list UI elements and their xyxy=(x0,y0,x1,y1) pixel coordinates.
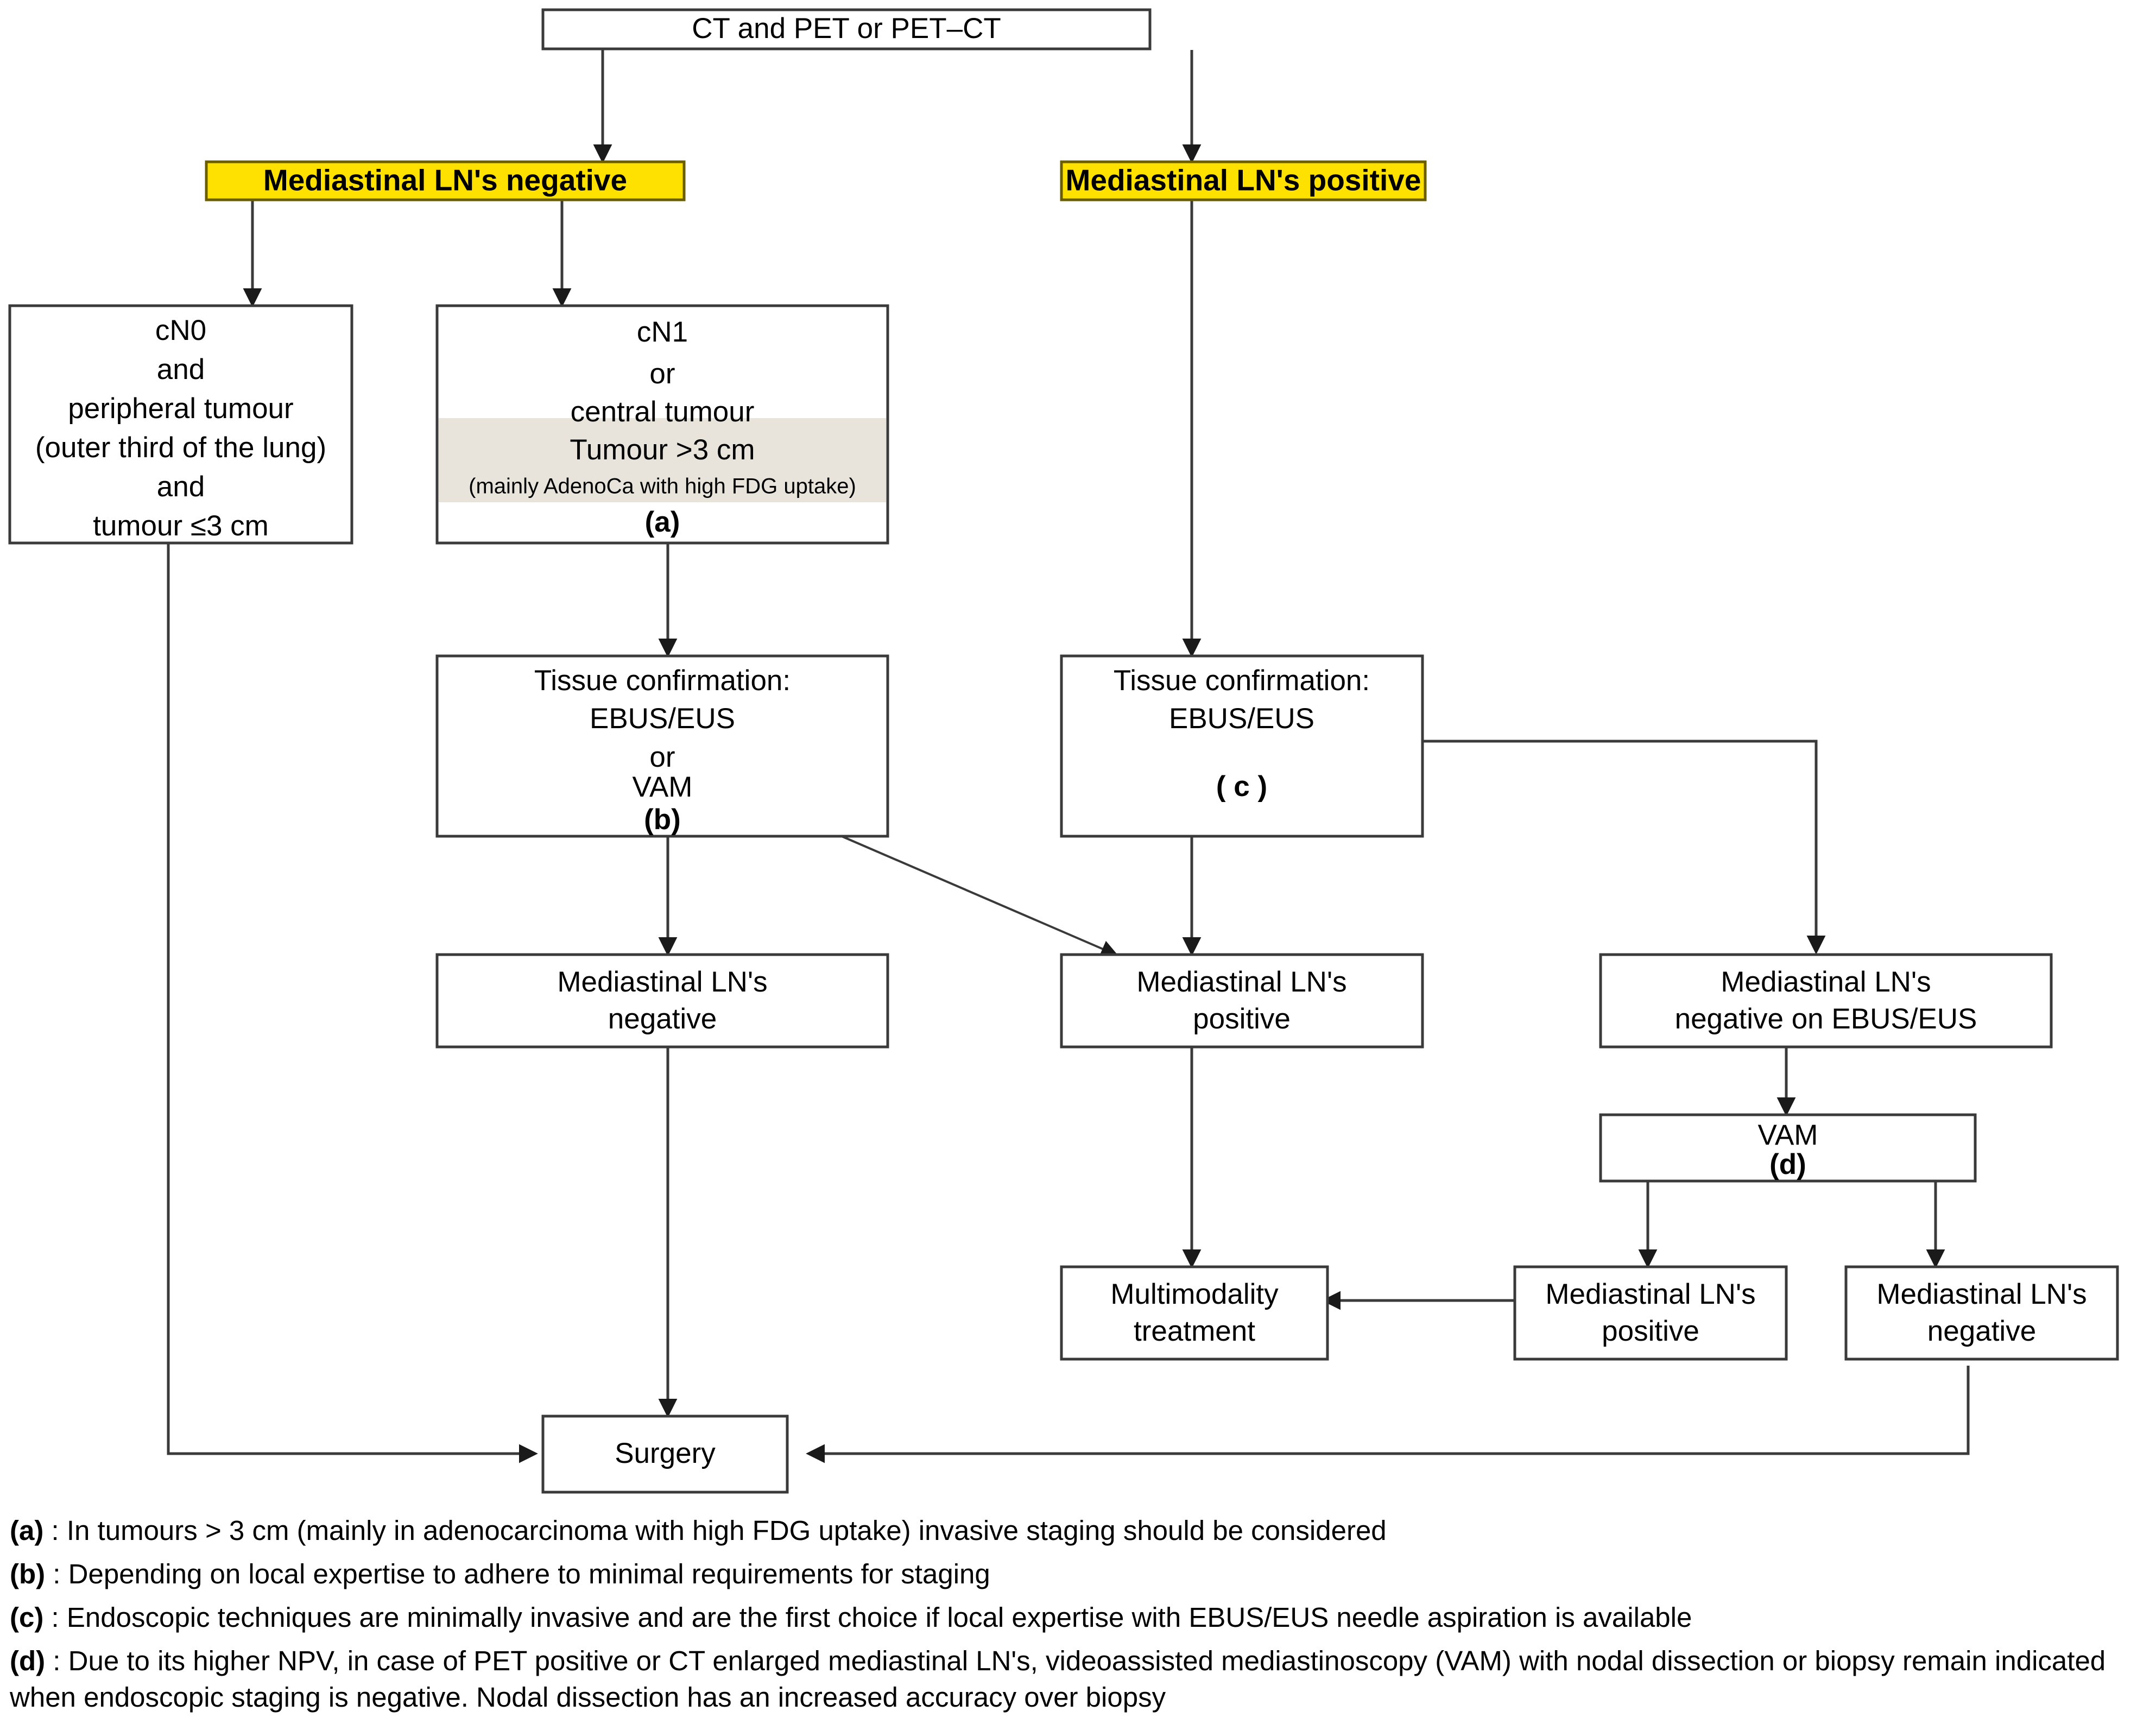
node-cn0-line-3: (outer third of the lung) xyxy=(35,432,326,464)
node-cn1[interactable]: cN1 or central tumour Tumour >3 cm (main… xyxy=(435,304,889,545)
node-lnnegvam-line-0: Mediastinal LN's xyxy=(1876,1278,2087,1310)
node-multimodality-treatment[interactable]: Multimodality treatment xyxy=(1060,1265,1329,1361)
edge-tissuec-to-lnneg-ebus xyxy=(1422,740,1826,955)
node-surgery-label: Surgery xyxy=(615,1437,716,1469)
footnote-b-marker: (b) xyxy=(10,1558,46,1589)
node-cn1-line-0: cN1 xyxy=(637,316,688,348)
node-cn1-ref: (a) xyxy=(645,506,680,538)
node-root[interactable]: CT and PET or PET–CT xyxy=(541,8,1152,50)
node-lnnegebus-line-1: negative on EBUS/EUS xyxy=(1675,1003,1977,1035)
node-ln-positive-after-vam[interactable]: Mediastinal LN's positive xyxy=(1513,1265,1788,1361)
footnote-c-marker: (c) xyxy=(10,1602,44,1633)
node-lnposvam-line-1: positive xyxy=(1602,1315,1699,1347)
edge-tissueb-to-lnpos xyxy=(841,835,1118,957)
node-cn0-line-2: peripheral tumour xyxy=(68,393,293,425)
node-cn1-band-line: Tumour >3 cm xyxy=(570,434,755,466)
node-cn1-line-1: or xyxy=(649,358,675,390)
edge-cn0-to-surgery xyxy=(167,543,538,1463)
footnote-d-marker: (d) xyxy=(10,1645,46,1676)
node-lnposmid-line-1: positive xyxy=(1193,1003,1291,1035)
node-tissue-confirmation-c[interactable]: Tissue confirmation: EBUS/EUS ( c ) xyxy=(1060,654,1424,838)
node-cn0-line-4: and xyxy=(157,471,205,503)
node-tissueb-ref: (b) xyxy=(644,804,681,836)
node-lnnegb-line-1: negative xyxy=(608,1003,717,1035)
node-cn0-line-0: cN0 xyxy=(155,314,206,346)
node-vam[interactable]: VAM (d) xyxy=(1599,1113,1977,1183)
node-cn1-line-2: central tumour xyxy=(571,396,755,428)
node-ln-negative-on-ebus[interactable]: Mediastinal LN's negative on EBUS/EUS xyxy=(1599,953,2053,1049)
node-lnposvam-line-0: Mediastinal LN's xyxy=(1545,1278,1755,1310)
node-ln-negative-after-vam[interactable]: Mediastinal LN's negative xyxy=(1844,1265,2119,1361)
footnote-c: (c) : Endoscopic techniques are minimall… xyxy=(10,1599,2144,1636)
node-ln-positive-middle[interactable]: Mediastinal LN's positive xyxy=(1060,953,1424,1049)
footnote-d-text: : Due to its higher NPV, in case of PET … xyxy=(10,1645,2106,1713)
node-multimodality-line-1: treatment xyxy=(1134,1315,1255,1347)
node-tissuec-line-0: Tissue confirmation: xyxy=(1114,665,1370,697)
node-tissuec-ref: ( c ) xyxy=(1216,771,1267,803)
node-ln-positive-label: Mediastinal LN's positive xyxy=(1066,163,1421,197)
node-cn0-line-5: tumour ≤3 cm xyxy=(93,510,269,542)
node-lnnegvam-line-1: negative xyxy=(1927,1315,2036,1347)
edge-lnnegvam-to-surgery xyxy=(806,1366,1970,1463)
node-root-label: CT and PET or PET–CT xyxy=(692,12,1001,45)
node-cn1-band-subline: (mainly AdenoCa with high FDG uptake) xyxy=(469,475,856,498)
node-tissueb-line-1: EBUS/EUS xyxy=(590,703,735,735)
footnote-d: (d) : Due to its higher NPV, in case of … xyxy=(10,1643,2144,1716)
node-tissueb-line-3: VAM xyxy=(633,771,693,803)
node-vam-ref: (d) xyxy=(1769,1148,1806,1180)
node-lnnegb-line-0: Mediastinal LN's xyxy=(557,966,767,998)
node-tissueb-line-0: Tissue confirmation: xyxy=(534,665,791,697)
node-ln-negative-label: Mediastinal LN's negative xyxy=(263,163,627,197)
node-cn0-line-1: and xyxy=(157,353,205,386)
footnote-b-text: : Depending on local expertise to adhere… xyxy=(45,1558,990,1589)
node-multimodality-line-0: Multimodality xyxy=(1110,1278,1279,1310)
node-tissue-confirmation-b[interactable]: Tissue confirmation: EBUS/EUS or VAM (b) xyxy=(435,654,889,838)
footnote-b: (b) : Depending on local expertise to ad… xyxy=(10,1556,2144,1592)
node-lnnegebus-line-0: Mediastinal LN's xyxy=(1721,966,1931,998)
footnote-c-text: : Endoscopic techniques are minimally in… xyxy=(43,1602,1692,1633)
node-mediastinal-ln-negative[interactable]: Mediastinal LN's negative xyxy=(205,160,686,201)
node-tissuec-line-1: EBUS/EUS xyxy=(1169,703,1314,735)
node-ln-negative-after-b[interactable]: Mediastinal LN's negative xyxy=(435,953,889,1049)
node-vam-label: VAM xyxy=(1758,1119,1818,1151)
node-cn0[interactable]: cN0 and peripheral tumour (outer third o… xyxy=(8,304,353,545)
node-surgery[interactable]: Surgery xyxy=(541,1415,789,1494)
node-tissueb-line-2: or xyxy=(649,741,675,773)
footnote-a-text: : In tumours > 3 cm (mainly in adenocarc… xyxy=(43,1515,1387,1546)
footnote-a-marker: (a) xyxy=(10,1515,44,1546)
node-mediastinal-ln-positive[interactable]: Mediastinal LN's positive xyxy=(1060,160,1427,201)
node-cn1-shaded-band xyxy=(439,418,886,502)
footnote-a: (a) : In tumours > 3 cm (mainly in adeno… xyxy=(10,1512,2144,1549)
node-lnposmid-line-0: Mediastinal LN's xyxy=(1136,966,1346,998)
